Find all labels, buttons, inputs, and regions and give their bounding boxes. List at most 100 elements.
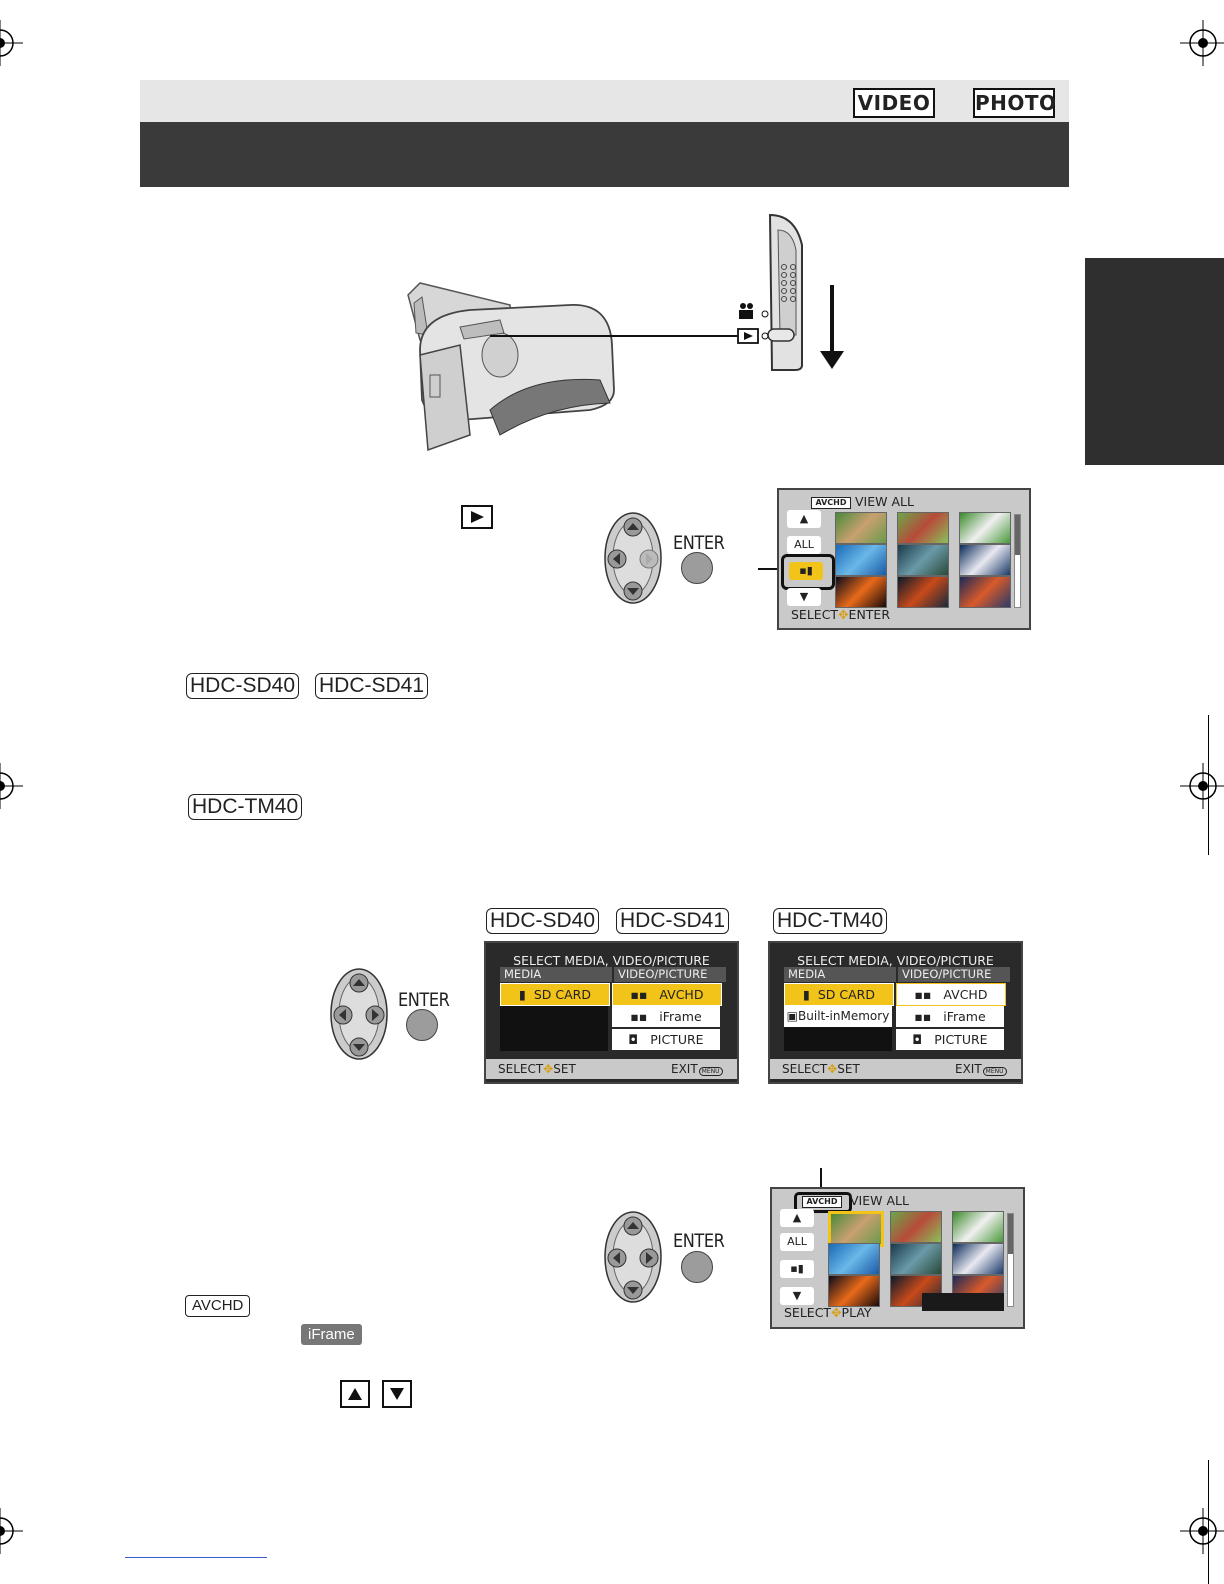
thumbnail[interactable] — [835, 544, 887, 576]
footer-set: SET — [553, 1062, 576, 1076]
video-column-header: VIDEO/PICTURE — [898, 967, 1010, 982]
callout-line — [820, 1168, 822, 1190]
thumbnail[interactable] — [959, 512, 1011, 544]
video-column-header: VIDEO/PICTURE — [614, 967, 726, 982]
thumbnail-screen: AVCHD VIEW ALL ▲ ALL ▪▮ ▼ SELECT✥ENTER — [777, 488, 1031, 630]
footer-set: SET — [837, 1062, 860, 1076]
down-arrow-icon — [382, 1380, 412, 1408]
video-photo-toggle-icon[interactable]: ▪▮ — [780, 1260, 814, 1278]
model-label-sd41: HDC-SD41 — [315, 673, 429, 699]
crop-line — [1208, 715, 1209, 855]
info-bar — [922, 1293, 1004, 1311]
cursor-icon: ✥ — [831, 1305, 842, 1320]
footer-select: SELECT — [498, 1062, 544, 1076]
thumbnail[interactable] — [897, 512, 949, 544]
cursor-pad-icon — [604, 1211, 662, 1303]
scrollbar[interactable] — [1007, 1213, 1014, 1307]
media-column-header: MEDIA — [500, 967, 612, 982]
highlight-callout — [794, 1192, 852, 1213]
enter-label: ENTER — [398, 989, 450, 1011]
cursor-icon: ✥ — [838, 607, 849, 622]
footer-link-line — [125, 1557, 267, 1558]
registration-mark-icon — [0, 1508, 23, 1554]
all-button[interactable]: ALL — [787, 536, 821, 554]
video-option-iframe[interactable]: ▪▪ iFrame — [896, 1006, 1004, 1027]
format-badge: AVCHD — [811, 497, 851, 509]
enter-button[interactable] — [406, 1009, 438, 1041]
screen-title: VIEW ALL — [850, 1193, 909, 1208]
up-arrow-icon — [340, 1380, 370, 1408]
scroll-up-button[interactable]: ▲ — [780, 1209, 814, 1227]
enter-button[interactable] — [681, 1251, 713, 1283]
cursor-icon: ✥ — [543, 1062, 554, 1076]
scroll-down-button[interactable]: ▼ — [787, 588, 821, 606]
media-option-sd-card[interactable]: ▮ SD CARD — [500, 983, 610, 1006]
photo-tag: PHOTO — [973, 88, 1056, 118]
picture-option[interactable]: ◘ PICTURE — [896, 1029, 1004, 1050]
video-tag: VIDEO — [853, 88, 935, 118]
media-column-header: MEDIA — [784, 967, 896, 982]
scroll-down-button[interactable]: ▼ — [780, 1287, 814, 1305]
media-select-screen-tm: SELECT MEDIA, VIDEO/PICTURE MEDIA VIDEO/… — [768, 941, 1023, 1084]
cursor-pad-icon — [330, 968, 388, 1060]
video-option-avchd[interactable]: ▪▪ AVCHD — [896, 983, 1006, 1006]
thumbnail[interactable] — [959, 576, 1011, 608]
enter-button[interactable] — [681, 552, 713, 584]
all-button[interactable]: ALL — [780, 1233, 814, 1251]
registration-mark-icon — [0, 20, 23, 66]
thumbnail[interactable] — [835, 576, 887, 608]
iframe-tag: iFrame — [301, 1324, 362, 1345]
enter-label: ENTER — [673, 532, 725, 554]
footer-action: ENTER — [848, 607, 891, 622]
picture-option[interactable]: ◘ PICTURE — [612, 1029, 720, 1050]
callout-line — [758, 568, 778, 570]
model-label-sd40: HDC-SD40 — [486, 908, 600, 934]
page-title-bar — [140, 122, 1069, 187]
media-select-screen-sd: SELECT MEDIA, VIDEO/PICTURE MEDIA VIDEO/… — [484, 941, 739, 1084]
footer-select: SELECT — [784, 1305, 832, 1320]
thumbnail[interactable] — [952, 1211, 1004, 1243]
section-side-tab — [1085, 258, 1224, 465]
playback-mode-icon — [461, 505, 493, 529]
media-option-built-in-memory[interactable]: ▣Built-inMemory — [784, 1006, 892, 1027]
video-photo-toggle-icon[interactable]: ▪▮ — [789, 562, 823, 580]
cursor-pad-icon — [604, 512, 662, 604]
thumbnail[interactable] — [959, 544, 1011, 576]
screen-title: SELECT MEDIA, VIDEO/PICTURE — [513, 953, 710, 968]
playback-thumbnail-screen: AVCHD VIEW ALL ▲ ALL ▪▮ ▼ SELECT✥PLAY — [770, 1187, 1025, 1329]
avchd-tag: AVCHD — [185, 1295, 251, 1317]
camcorder-illustration — [407, 213, 844, 452]
scrollbar[interactable] — [1014, 514, 1021, 608]
registration-mark-icon — [0, 763, 23, 809]
crop-line — [1208, 1460, 1209, 1584]
footer-action: PLAY — [841, 1305, 872, 1320]
model-label-tm40: HDC-TM40 — [188, 794, 303, 820]
footer-select: SELECT — [791, 607, 839, 622]
video-option-iframe[interactable]: ▪▪ iFrame — [612, 1006, 720, 1027]
thumbnail[interactable] — [890, 1211, 942, 1243]
scroll-up-button[interactable]: ▲ — [787, 510, 821, 528]
registration-mark-icon — [1180, 1508, 1224, 1554]
thumbnail[interactable] — [835, 512, 887, 544]
thumbnail[interactable] — [952, 1243, 1004, 1275]
video-option-avchd[interactable]: ▪▪ AVCHD — [612, 983, 722, 1006]
thumbnail-selected[interactable] — [828, 1211, 884, 1247]
screen-title: VIEW ALL — [855, 494, 914, 509]
thumbnail[interactable] — [897, 544, 949, 576]
thumbnail[interactable] — [890, 1243, 942, 1275]
thumbnail[interactable] — [828, 1275, 880, 1307]
enter-label: ENTER — [673, 1230, 725, 1252]
cursor-icon: ✥ — [827, 1062, 838, 1076]
footer-select: SELECT — [782, 1062, 828, 1076]
registration-mark-icon — [1180, 763, 1224, 809]
format-badge: AVCHD — [802, 1196, 842, 1208]
screen-title: SELECT MEDIA, VIDEO/PICTURE — [797, 953, 994, 968]
thumbnail[interactable] — [828, 1243, 880, 1275]
registration-mark-icon — [1180, 20, 1224, 66]
model-label-sd40: HDC-SD40 — [186, 673, 300, 699]
model-label-tm40: HDC-TM40 — [773, 908, 888, 934]
thumbnail[interactable] — [897, 576, 949, 608]
media-option-sd-card[interactable]: ▮ SD CARD — [784, 983, 894, 1006]
